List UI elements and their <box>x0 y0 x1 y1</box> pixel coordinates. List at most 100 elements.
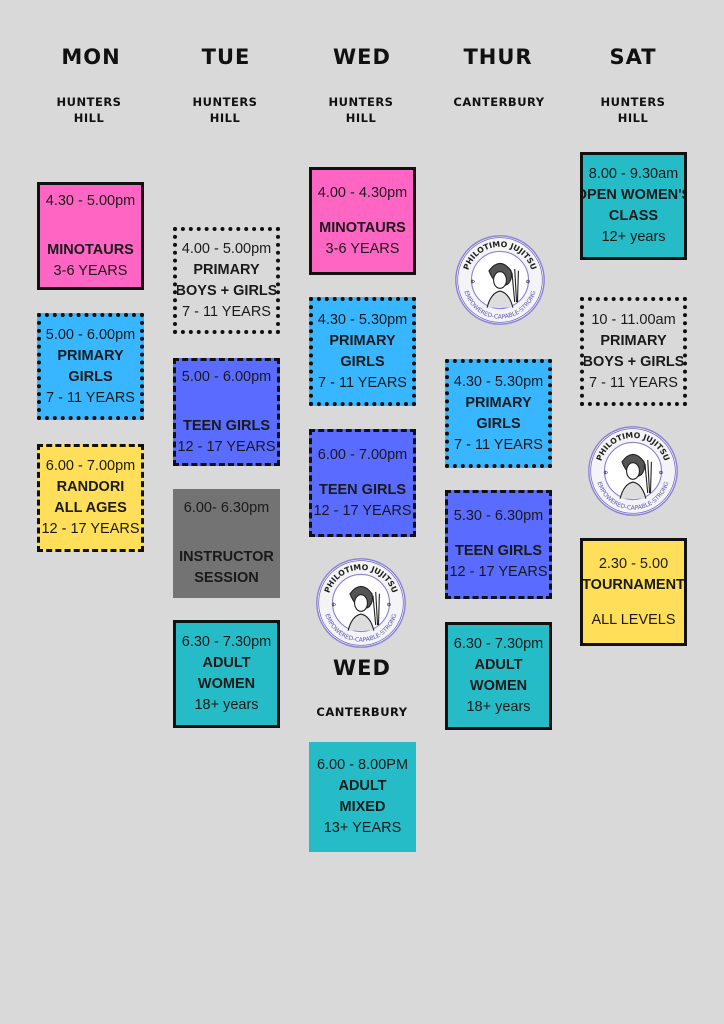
class-title: PRIMARY <box>465 394 532 411</box>
class-detail: 7 - 11 YEARS <box>182 303 271 320</box>
class-detail: 7 - 11 YEARS <box>318 374 407 391</box>
class-title: INSTRUCTOR <box>179 549 274 565</box>
class-detail: 3-6 YEARS <box>325 240 400 257</box>
class-detail: 6.00 - 8.00PM <box>316 757 409 773</box>
location-line: HILL <box>73 111 105 125</box>
class-detail: 5.00 - 6.00pm <box>181 368 272 385</box>
class-title: ADULT <box>474 657 523 673</box>
class-detail: 7 - 11 YEARS <box>589 374 678 391</box>
class-detail: 4.00 - 5.00pm <box>181 240 272 257</box>
class-detail: 7 - 11 YEARS <box>46 389 135 406</box>
class-title: TOURNAMENT <box>582 576 685 593</box>
class-title: ADULT <box>202 655 251 671</box>
location-line: HILL <box>209 111 241 125</box>
class-detail: 4.30 - 5.30pm <box>453 373 544 390</box>
location-tue: HUNTERS HILL <box>155 94 295 126</box>
svg-text:Φ: Φ <box>471 280 476 286</box>
class-detail: 10 - 11.00am <box>591 311 676 328</box>
class-title: MIXED <box>339 799 386 815</box>
svg-text:Φ: Φ <box>659 471 664 477</box>
class-title: CLASS <box>608 208 659 224</box>
class-title: GIRLS <box>68 368 113 385</box>
class-detail: 12+ years <box>601 229 666 245</box>
class-title: RANDORI <box>56 479 125 495</box>
warrior-figure-icon <box>619 453 652 499</box>
class-detail: 6.00 - 7.00pm <box>45 458 136 474</box>
location-thur: CANTERBURY <box>429 94 569 110</box>
day-heading-wed-canterbury: WED <box>333 656 391 680</box>
class-title: WOMEN <box>469 678 528 694</box>
class-title: WOMEN <box>197 676 256 692</box>
class-title: GIRLS <box>476 415 521 432</box>
class-detail: 4.30 - 5.00pm <box>45 192 136 209</box>
class-detail: 6.00- 6.30pm <box>183 500 270 516</box>
class-detail: 5.30 - 6.30pm <box>453 508 544 524</box>
philotimo-logo: PHILOTIMO JUJITSU EMPOWERED-CAPABLE-STRO… <box>454 234 546 326</box>
class-detail: 12 - 17 YEARS <box>41 521 140 537</box>
class-title: BOYS + GIRLS <box>175 282 278 299</box>
svg-text:Φ: Φ <box>387 603 392 609</box>
class-title: ADULT <box>338 778 387 794</box>
class-detail: 12 - 17 YEARS <box>313 502 412 519</box>
warrior-figure-icon <box>486 262 519 308</box>
class-detail: 12 - 17 YEARS <box>177 438 276 455</box>
class-title: OPEN WOMEN'S <box>580 187 687 203</box>
class-title: TEEN GIRLS <box>182 417 270 434</box>
class-detail: 4.00 - 4.30pm <box>317 184 408 201</box>
location-line: HUNTERS <box>600 95 666 109</box>
svg-text:Φ: Φ <box>332 603 337 609</box>
warrior-figure-icon <box>347 585 380 631</box>
class-title: PRIMARY <box>57 347 124 364</box>
day-heading-mon: MON <box>61 45 121 69</box>
class-title: PRIMARY <box>329 332 396 349</box>
class-title: PRIMARY <box>193 261 260 278</box>
class-title: TEEN GIRLS <box>318 481 406 498</box>
location-line: HUNTERS <box>192 95 258 109</box>
class-title: BOYS + GIRLS <box>582 353 685 370</box>
class-title: MINOTAURS <box>319 219 406 236</box>
class-detail: 4.30 - 5.30pm <box>317 311 408 328</box>
class-title: SESSION <box>194 570 259 586</box>
philotimo-logo: PHILOTIMO JUJITSU EMPOWERED-CAPABLE-STRO… <box>315 557 407 649</box>
day-heading-wed: WED <box>333 45 391 69</box>
class-detail: 12 - 17 YEARS <box>449 564 548 580</box>
class-title: ALL AGES <box>54 500 127 516</box>
class-detail: 18+ years <box>194 697 259 713</box>
philotimo-logo: PHILOTIMO JUJITSU EMPOWERED-CAPABLE-STRO… <box>587 425 679 517</box>
class-detail: 7 - 11 YEARS <box>454 436 543 453</box>
class-title: GIRLS <box>340 353 385 370</box>
class-detail: 13+ YEARS <box>323 820 402 836</box>
location-line: HUNTERS <box>328 95 394 109</box>
svg-text:Φ: Φ <box>604 471 609 477</box>
location-line: HUNTERS <box>56 95 122 109</box>
day-heading-sat: SAT <box>609 45 657 69</box>
class-box-wed-adult-mixed: 6.00 - 8.00PM ADULT MIXED 13+ YEARS <box>309 742 416 852</box>
location-line: CANTERBURY <box>453 95 545 109</box>
class-detail: 6.30 - 7.30pm <box>453 636 544 652</box>
class-detail: 8.00 - 9.30am <box>588 166 679 182</box>
class-detail: 18+ years <box>466 699 531 715</box>
day-heading-thur: THUR <box>463 45 533 69</box>
day-heading-tue: TUE <box>201 45 251 69</box>
class-title: PRIMARY <box>600 332 667 349</box>
class-detail: 6.30 - 7.30pm <box>181 634 272 650</box>
class-title: MINOTAURS <box>47 241 134 258</box>
class-detail: 6.00 - 7.00pm <box>317 446 408 463</box>
class-title: TEEN GIRLS <box>454 543 542 559</box>
